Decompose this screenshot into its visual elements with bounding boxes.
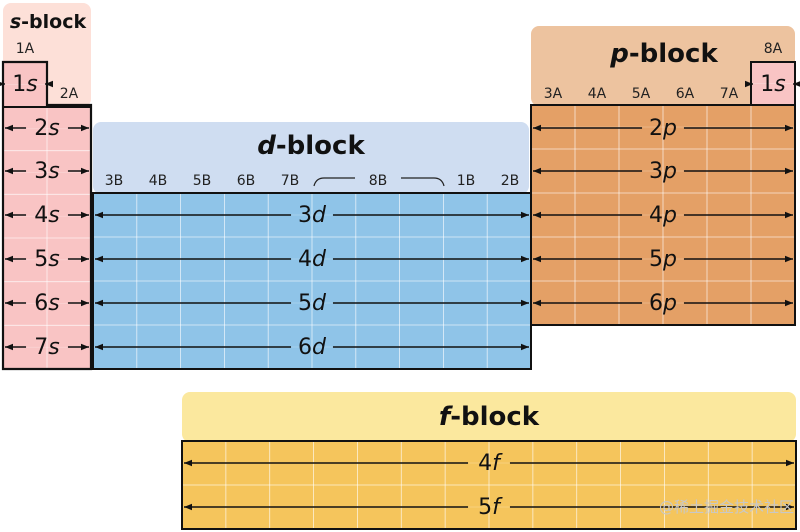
s-block-h-cells xyxy=(3,62,47,107)
orbital-label-4p: 4p xyxy=(649,203,677,228)
orbital-label-4d: 4d xyxy=(298,247,327,272)
orbital-row-2p: 2p xyxy=(533,116,793,141)
p-block-title: p-block xyxy=(609,39,718,69)
orbital-label-6d: 6d xyxy=(298,335,327,360)
group-label-7B: 7B xyxy=(281,173,300,189)
orbital-row-3s: 3s xyxy=(5,159,89,184)
orbital-label-3s: 3s xyxy=(34,159,59,184)
orbital-row-4f: 4f xyxy=(184,451,794,476)
orbital-label-he-1s: 1s xyxy=(760,72,785,97)
p-block-border xyxy=(530,104,796,326)
orbital-row-5p: 5p xyxy=(533,247,793,272)
group-label-4A: 4A xyxy=(588,86,607,102)
group-label-5A: 5A xyxy=(632,86,651,102)
orbital-row-6s: 6s xyxy=(5,291,89,316)
group-label-5B: 5B xyxy=(193,173,212,189)
orbital-label-3p: 3p xyxy=(649,159,677,184)
orbital-label-4f: 4f xyxy=(478,451,503,476)
orbital-label-6s: 6s xyxy=(34,291,59,316)
orbital-label-1s: 1s xyxy=(12,72,37,97)
orbital-row-5f: 5f xyxy=(184,495,794,520)
he-cell-cells xyxy=(751,62,795,105)
orbital-label-5d: 5d xyxy=(298,291,327,316)
group-label-1A: 1A xyxy=(16,41,35,57)
orbital-label-4s: 4s xyxy=(34,203,59,228)
orbital-label-5s: 5s xyxy=(34,247,59,272)
orbital-label-7s: 7s xyxy=(34,335,59,360)
orbital-label-5p: 5p xyxy=(649,247,677,272)
group-label-6B: 6B xyxy=(237,173,256,189)
orbital-row-6d: 6d xyxy=(95,335,529,360)
f-block-title: f-block xyxy=(439,402,540,432)
group-label-3B: 3B xyxy=(105,173,124,189)
orbital-row-he-1s: 1s xyxy=(745,72,800,97)
orbital-row-1s: 1s xyxy=(0,72,53,97)
f-block-border xyxy=(181,440,797,530)
d-block-title: d-block xyxy=(257,131,365,161)
f-block-header-bg xyxy=(182,392,796,442)
orbital-row-5s: 5s xyxy=(5,247,89,272)
group-label-2A: 2A xyxy=(60,86,79,102)
group-label-8A: 8A xyxy=(764,41,783,57)
orbital-row-4s: 4s xyxy=(5,203,89,228)
p-block-header-bg xyxy=(531,26,795,106)
group-label-6A: 6A xyxy=(676,86,695,102)
orbital-label-2p: 2p xyxy=(649,116,677,141)
group-label-4B: 4B xyxy=(149,173,168,189)
orbital-label-3d: 3d xyxy=(298,203,327,228)
group-label-2B: 2B xyxy=(501,173,520,189)
watermark-text: @稀土掘金技术社区 xyxy=(659,498,794,516)
d-block-header-bg xyxy=(93,122,529,194)
orbital-label-5f: 5f xyxy=(478,495,503,520)
s-block-outline xyxy=(1,60,93,371)
orbital-row-4d: 4d xyxy=(95,247,529,272)
group-label-1B: 1B xyxy=(457,173,476,189)
group-label-3A: 3A xyxy=(544,86,563,102)
group-label-7A: 7A xyxy=(720,86,739,102)
orbital-label-2s: 2s xyxy=(34,116,59,141)
group-8B-bracket xyxy=(313,177,445,187)
orbital-row-4p: 4p xyxy=(533,203,793,228)
orbital-row-2s: 2s xyxy=(5,116,89,141)
orbital-row-3p: 3p xyxy=(533,159,793,184)
s-block-title: s-block xyxy=(10,11,87,33)
orbital-row-6p: 6p xyxy=(533,291,793,316)
orbital-row-3d: 3d xyxy=(95,203,529,228)
orbital-row-7s: 7s xyxy=(5,335,89,360)
group-label-8B: 8B xyxy=(369,173,388,189)
orbital-row-5d: 5d xyxy=(95,291,529,316)
orbital-label-6p: 6p xyxy=(649,291,677,316)
